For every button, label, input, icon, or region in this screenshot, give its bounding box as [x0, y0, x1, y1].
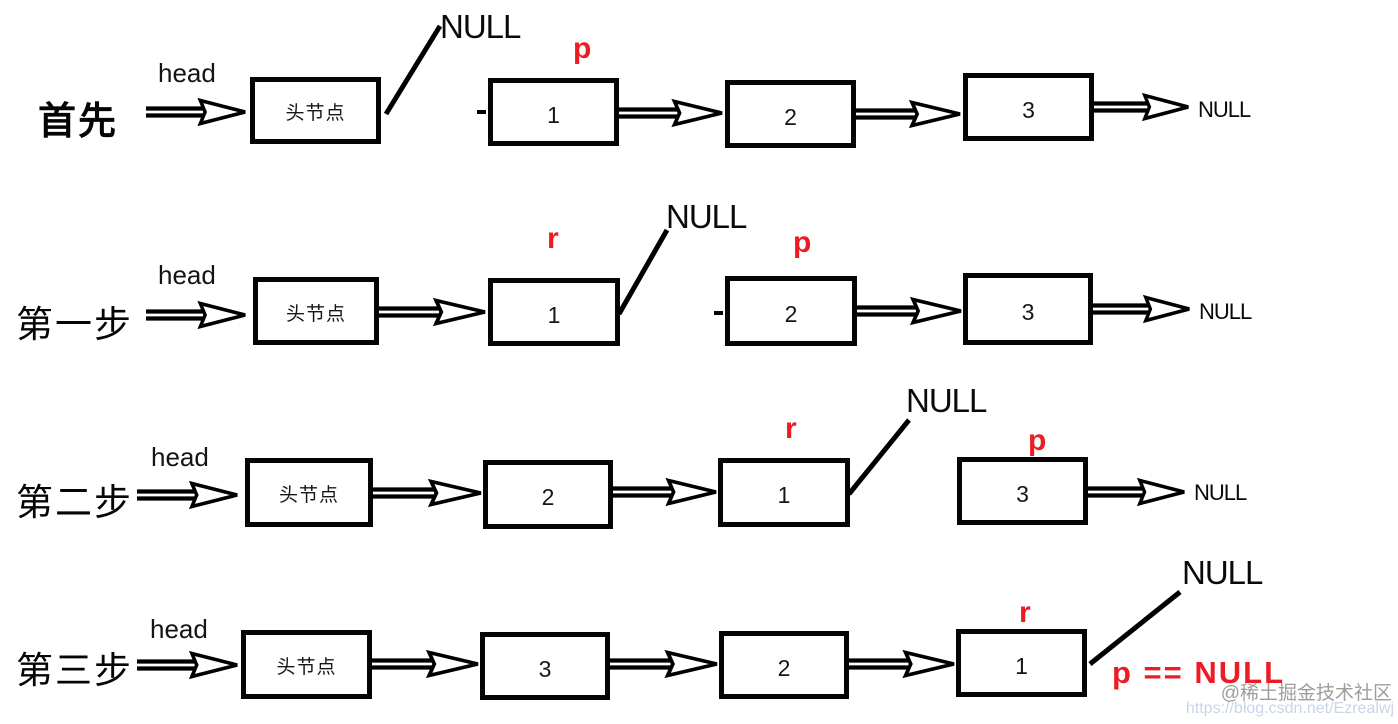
head-pointer-label: head: [158, 58, 216, 88]
null-branch-label: NULL: [666, 198, 747, 235]
node-label: 3: [1016, 480, 1029, 507]
head-node-box: 头节点: [250, 77, 381, 144]
node-box: 3: [963, 273, 1093, 345]
head-node-box: 头节点: [241, 630, 372, 699]
head-pointer-label: head: [151, 442, 209, 472]
node-label: 2: [541, 484, 555, 510]
next-arrow-icon: [847, 649, 955, 679]
next-arrow-icon: [1093, 294, 1190, 324]
head-node-box: 头节点: [245, 458, 373, 527]
next-arrow-icon: [1086, 477, 1185, 507]
step-label: 首先: [38, 101, 119, 143]
node-box: 2: [719, 631, 849, 699]
stray-mark: [714, 311, 723, 315]
next-arrow-icon: [608, 649, 718, 679]
final-condition-label: p == NULL: [1112, 655, 1286, 690]
null-branch-label: NULL: [906, 382, 987, 419]
node-label: 1: [1015, 652, 1028, 679]
node-box: 1: [488, 78, 619, 146]
null-branch-line: [847, 418, 911, 496]
node-label: 2: [784, 103, 797, 130]
null-branch-label: NULL: [440, 8, 521, 45]
node-box: 2: [483, 460, 613, 529]
node-box: 3: [957, 457, 1088, 525]
next-arrow-icon: [855, 296, 962, 326]
next-arrow-icon: [1092, 92, 1189, 122]
head-node-label: 头节点: [285, 103, 346, 124]
pointer-p-label: p: [573, 32, 592, 65]
watermark-url: https://blog.csdn.net/Ezrealwj: [1185, 700, 1394, 717]
node-box: 2: [725, 276, 857, 346]
node-label: 1: [547, 301, 561, 328]
head-pointer-label: head: [158, 260, 216, 290]
node-label: 2: [784, 300, 798, 327]
stray-mark: [477, 110, 486, 114]
tail-null-label: NULL: [1199, 299, 1252, 324]
node-label: 3: [1021, 298, 1035, 325]
node-label: 3: [1022, 96, 1035, 123]
next-arrow-icon: [377, 297, 486, 327]
head-node-label: 头节点: [276, 657, 337, 678]
step-label: 第二步: [16, 482, 133, 523]
null-branch-line: [383, 24, 443, 116]
next-arrow-icon: [371, 478, 482, 508]
node-box: 1: [956, 629, 1087, 697]
tail-null-label: NULL: [1198, 97, 1251, 122]
head-node-label: 头节点: [278, 485, 339, 506]
node-box: 1: [488, 278, 620, 346]
node-label: 1: [777, 482, 791, 508]
node-label: 2: [777, 654, 791, 681]
pointer-r-label: r: [547, 222, 559, 255]
step-label: 第一步: [16, 304, 133, 345]
head-node-box: 头节点: [253, 277, 379, 345]
pointer-r-label: r: [785, 412, 797, 445]
node-box: 3: [480, 632, 610, 700]
head-pointer-label: head: [150, 614, 208, 644]
null-branch-line: [616, 228, 670, 316]
head-arrow-icon: [146, 97, 246, 127]
watermark-community: @稀土掘金技术社区: [1220, 683, 1392, 704]
head-arrow-icon: [146, 300, 246, 330]
pointer-p-label: p: [793, 226, 812, 259]
next-arrow-icon: [854, 99, 961, 129]
next-arrow-icon: [370, 649, 479, 679]
next-arrow-icon: [617, 98, 723, 128]
node-box: 3: [963, 73, 1094, 141]
next-arrow-icon: [611, 477, 717, 507]
node-label: 3: [538, 655, 552, 682]
step-label: 第三步: [16, 650, 133, 691]
node-box: 2: [725, 80, 856, 148]
node-label: 1: [547, 101, 560, 128]
head-arrow-icon: [137, 480, 238, 510]
pointer-p-label: p: [1028, 424, 1047, 457]
null-branch-label: NULL: [1182, 554, 1263, 591]
pointer-r-label: r: [1019, 596, 1031, 629]
tail-null-label: NULL: [1194, 480, 1247, 505]
head-node-label: 头节点: [285, 303, 346, 325]
head-arrow-icon: [137, 650, 238, 680]
null-branch-line: [1088, 590, 1182, 666]
node-box: 1: [718, 458, 850, 527]
